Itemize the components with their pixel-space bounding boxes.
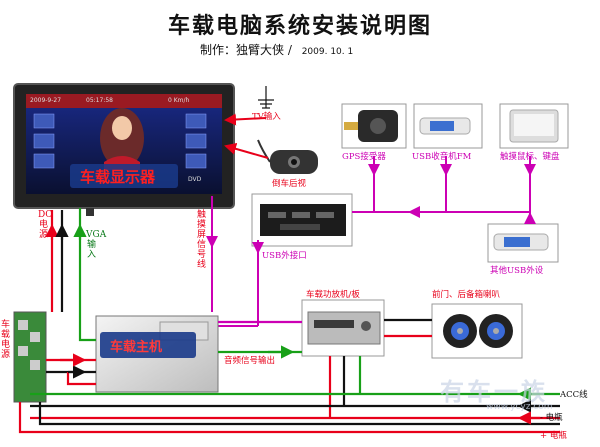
tv-input-label: TV输入 <box>252 112 281 122</box>
power-arrows <box>45 223 540 425</box>
host-label: 车载主机 <box>110 340 163 355</box>
watermark-url: www.ycyz.com <box>486 402 553 412</box>
author-label: 制作：独臂大侠 / <box>200 43 292 57</box>
vga-input-label: VGA输入 <box>86 230 107 260</box>
screen-status-bar <box>26 94 222 108</box>
amp-label: 车载功放机/板 <box>306 290 360 300</box>
usb-radio-fm <box>413 103 483 149</box>
reverse-camera <box>257 139 318 174</box>
car-monitor <box>13 83 235 216</box>
monitor-label: 车载显示器 <box>80 168 156 186</box>
author-line: 制作：独臂大侠 / 2009. 10. 1 <box>200 41 353 58</box>
screen-speed: 0 Km/h <box>168 97 190 104</box>
acc-label: ACC线 <box>560 390 588 400</box>
screen-dvd: DVD <box>188 176 202 183</box>
camera-wire <box>224 142 269 159</box>
gps-receiver <box>341 103 407 149</box>
touch-mouse-label: 触摸鼠标、键盘 <box>500 152 560 162</box>
car-host <box>95 315 219 393</box>
minus-batt-label: - 电瓶 <box>540 413 563 423</box>
dc-power-label: DC电源 <box>38 210 53 240</box>
tv-antenna-icon <box>258 86 274 109</box>
car-amplifier <box>301 299 385 357</box>
screen-menu-icons <box>33 113 207 169</box>
usb-port-label: USB外接口 <box>262 251 307 261</box>
power-module <box>13 311 47 403</box>
reverse-cam-label: 倒车后视 <box>272 179 307 189</box>
touch-mouse-keyboard <box>499 103 569 149</box>
speakers <box>431 303 523 359</box>
author-date: 2009. 10. 1 <box>301 47 354 57</box>
usb-hub <box>251 193 353 247</box>
other-usb-label: 其他USB外设 <box>490 266 544 276</box>
monitor-label-box <box>70 164 178 188</box>
touch-signal-label: 触摸屏信号线 <box>196 210 206 270</box>
gps-label: GPS接受器 <box>342 152 386 162</box>
plus-batt-label: + 电瓶 <box>540 431 567 441</box>
speakers-label: 前门、后备箱喇叭 <box>432 290 501 300</box>
usb-radio-label: USB收音机FM <box>412 152 472 162</box>
monitor-mount <box>86 208 94 216</box>
watermark-text: 有车一族 <box>440 377 548 406</box>
tv-wire <box>224 113 267 126</box>
other-usb-device <box>487 223 559 263</box>
page-title: 车载电脑系统安装说明图 <box>167 13 432 39</box>
screen-photo <box>100 108 144 170</box>
screen-time: 05:17:58 <box>86 97 113 104</box>
power-label: 车载电源 <box>0 320 10 360</box>
audio-out-label: 音频信号输出 <box>224 356 276 366</box>
screen-date: 2009-9-27 <box>30 97 62 104</box>
